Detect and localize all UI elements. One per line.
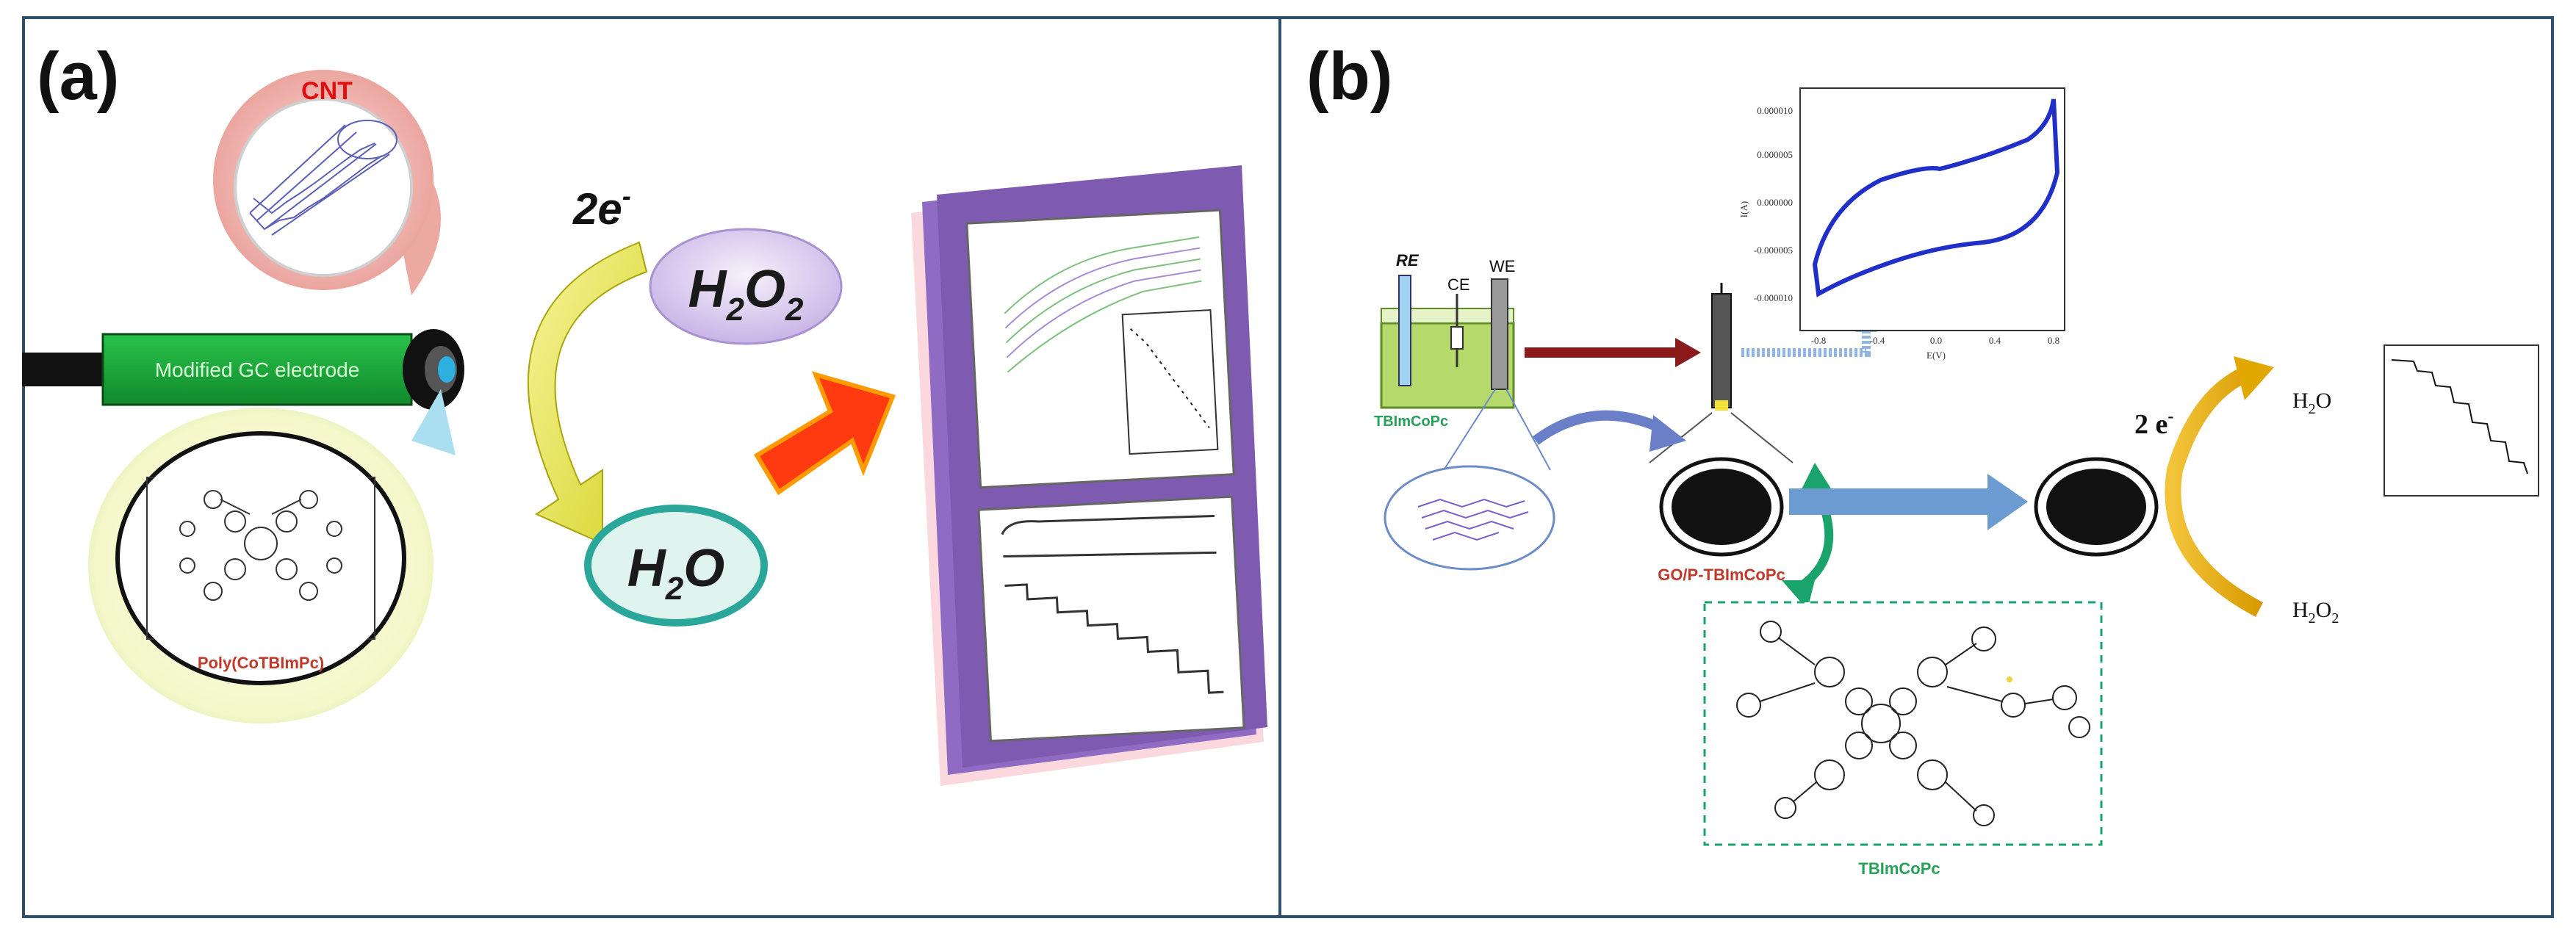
two-electron-label-b: 2 e- [2134,407,2173,440]
staircase-plot [2383,344,2539,497]
polymer-structure-icon [146,477,375,640]
h2o-text: H2O [627,539,725,607]
h2o2-text: H2O2 [688,260,805,328]
green-arrow-up [1800,463,1833,492]
product-h2o: H2O [2292,389,2331,417]
structure-box [1703,601,2103,846]
red-block-arrow [753,371,896,496]
cv-ytick-3: -0.000005 [1754,245,1793,256]
reduction-arrow [528,241,648,545]
cnt-label: CNT [301,77,353,105]
ce-label: CE [1447,275,1470,294]
h2o-bubble [584,505,768,627]
panel-b-label: (b) [1306,39,1393,114]
h2o2-bubble [649,228,843,345]
figure-frame [22,16,2554,918]
cv-ylabel: I(A) [1738,201,1749,217]
panel-divider [1278,16,1281,918]
lsv-plot-inset [965,209,1235,489]
go-sheet-icon [1417,498,1529,541]
dark-red-arrow [1675,338,1701,367]
vertical-electrode-icon [1711,293,1732,408]
cv-xtick-1: -0.4 [1870,335,1885,346]
tbimcopc-structure-icon [1736,621,2090,826]
panel-b: RE CE WE TBImCoPc 0.000010 0.000005 0.00… [1374,87,2539,878]
panel-a-label: (a) [37,39,120,114]
two-electron-label: 2e- [572,181,631,234]
curved-blue-arrow [1649,415,1686,452]
we-label: WE [1489,257,1515,275]
modified-electrode-label: GO/P-TBImCoPc [1658,566,1785,584]
cv-xtick-2: 0.0 [1930,335,1942,346]
electrode-label: Modified GC electrode [155,358,360,381]
cv-ytick-4: -0.000010 [1754,292,1793,303]
reference-electrode-icon [1398,275,1411,386]
electrode-wire [22,353,110,386]
cv-ytick-1: 0.000005 [1757,149,1793,160]
steel-blue-arrow [1987,474,2028,530]
cv-xtick-0: -0.8 [1811,335,1827,346]
cnt-tube-icon [249,120,397,236]
working-electrode-icon [1491,278,1508,390]
cv-xtick-3: 0.4 [1989,335,2001,346]
structure-label: TBImCoPc [1858,859,1940,878]
product-h2o2: H2O2 [2292,598,2339,627]
panel-a: Modified GC electrode CNT [22,70,1267,786]
re-label: RE [1396,251,1420,270]
go-magnifier [1384,465,1555,571]
polymer-label: Poly(CoTBImPc) [198,654,324,672]
results-tablet [911,165,1267,786]
cv-plot: 0.000010 0.000005 0.000000 -0.000005 -0.… [1738,87,2065,361]
amperometry-plot-inset [977,495,1245,743]
cv-ytick-2: 0.000000 [1757,197,1793,208]
cv-xlabel: E(V) [1926,350,1946,361]
gold-arrow [2234,356,2274,400]
staircase-curve [2391,359,2528,474]
cell-solution-label: TBImCoPc [1374,414,1448,430]
electrochemical-cell [1380,275,1515,409]
cv-xtick-4: 0.8 [2048,335,2059,346]
cv-ytick-0: 0.000010 [1757,105,1793,116]
cv-curve [1812,98,2060,297]
